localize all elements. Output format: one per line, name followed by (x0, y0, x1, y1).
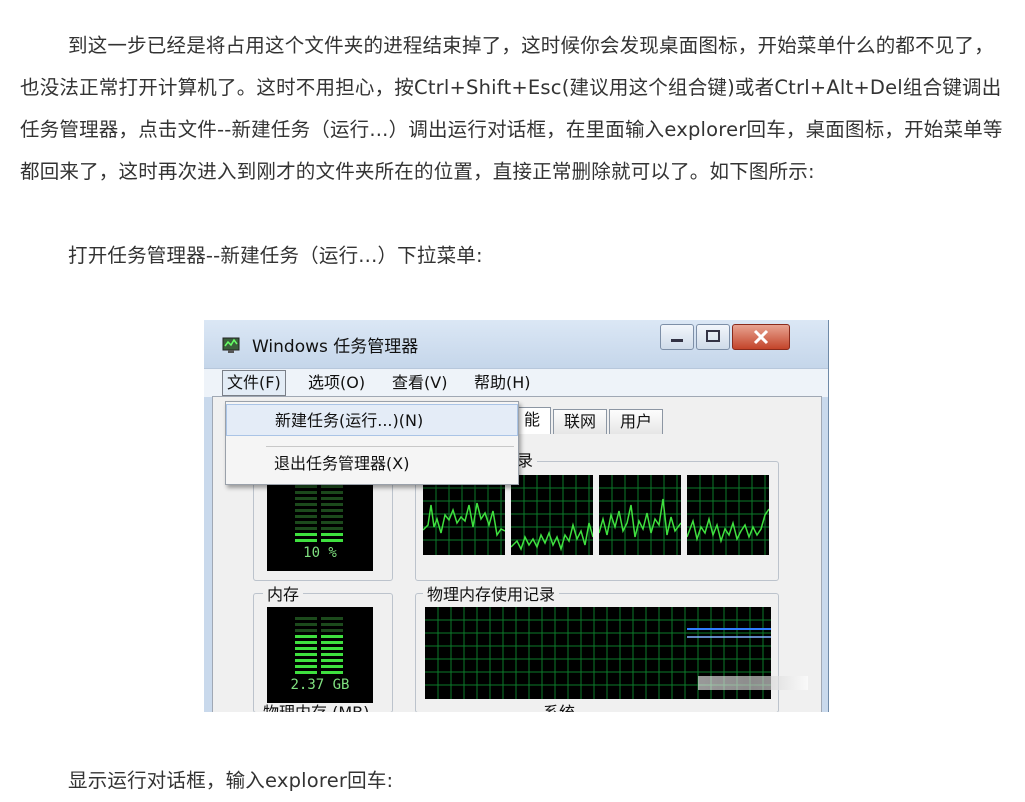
task-manager-screenshot: Windows 任务管理器 文件(F) 选项(O) 查看(V) 帮助(H) 能 … (204, 320, 829, 712)
menu-view[interactable]: 查看(V) (392, 373, 448, 392)
menu-file[interactable]: 文件(F) (222, 370, 286, 396)
memory-usage-value: 2.37 GB (290, 677, 350, 693)
window-titlebar: Windows 任务管理器 (204, 320, 828, 368)
cpu-graph-1 (423, 475, 505, 555)
close-icon (753, 329, 769, 345)
tab-network[interactable]: 联网 (553, 409, 608, 434)
cpu-graph-4 (687, 475, 769, 555)
menu-separator (266, 446, 514, 447)
menu-item-new-task[interactable]: 新建任务(运行...)(N) (226, 404, 518, 436)
cpu-usage-value: 10 % (303, 545, 337, 561)
cpu-meter: 10 % (267, 475, 373, 571)
close-button[interactable] (732, 324, 790, 350)
cpu-graph-2 (511, 475, 593, 555)
task-manager-icon (222, 337, 240, 353)
menu-bar: 文件(F) 选项(O) 查看(V) 帮助(H) (204, 368, 828, 397)
minimize-button[interactable] (660, 324, 694, 350)
minimize-icon (671, 339, 683, 342)
maximize-button[interactable] (696, 324, 730, 350)
watermark-blur (698, 676, 808, 690)
physical-memory-mb-label: 物理内存 (MB) (263, 699, 369, 712)
menu-help[interactable]: 帮助(H) (474, 373, 531, 392)
cpu-graph-3 (599, 475, 681, 555)
article-paragraph-2: 打开任务管理器--新建任务（运行...）下拉菜单: (68, 244, 483, 267)
cpu-meter-bars (295, 485, 343, 542)
article-paragraph-1: 到这一步已经是将占用这个文件夹的进程结束掉了，这时候你会发现桌面图标，开始菜单什… (20, 34, 1003, 183)
memory-label: 内存 (263, 581, 304, 605)
article-paragraph-3: 显示运行对话框，输入explorer回车: (68, 769, 394, 792)
file-menu-dropdown: 新建任务(运行...)(N) 退出任务管理器(X) (225, 401, 519, 485)
system-label: 系统 (543, 699, 575, 712)
physical-memory-history-label: 物理内存使用记录 (423, 581, 560, 605)
tab-users[interactable]: 用户 (609, 409, 664, 434)
task-manager-body: 能 联网 用户 (212, 396, 822, 712)
menu-item-exit[interactable]: 退出任务管理器(X) (274, 454, 410, 473)
menu-options[interactable]: 选项(O) (308, 373, 366, 392)
tab-performance[interactable]: 能 (513, 407, 552, 434)
memory-meter: 2.37 GB (267, 607, 373, 703)
window-title: Windows 任务管理器 (252, 337, 419, 357)
maximize-icon (706, 330, 720, 342)
memory-meter-bars (295, 617, 343, 674)
